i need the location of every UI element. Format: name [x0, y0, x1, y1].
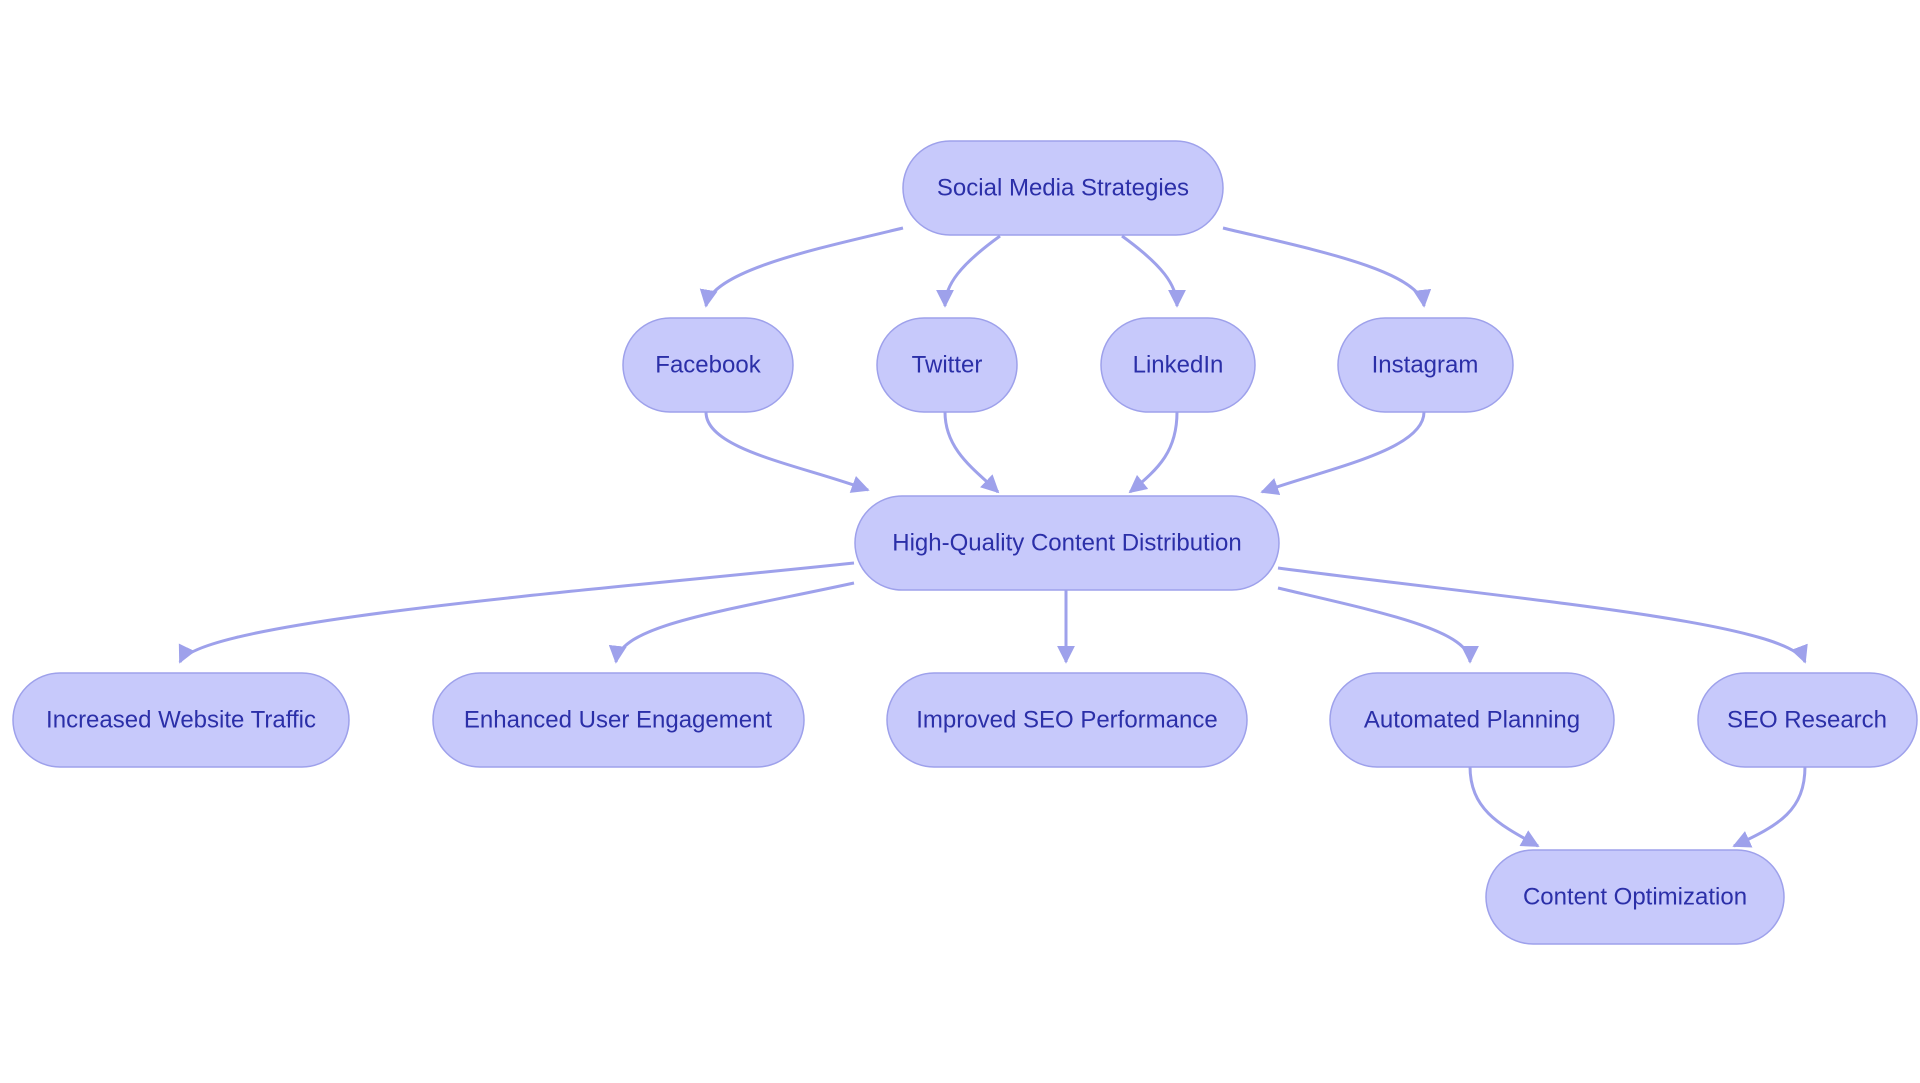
node-content-optimization[interactable]: Content Optimization: [1485, 849, 1785, 945]
node-label: Twitter: [912, 352, 983, 379]
node-label: Improved SEO Performance: [916, 707, 1217, 734]
node-label: LinkedIn: [1133, 352, 1224, 379]
edge-hqcd-to-automated: [1277, 586, 1479, 664]
edge-facebook-to-hqcd: [704, 411, 870, 493]
node-label: Instagram: [1372, 352, 1479, 379]
node-twitter[interactable]: Twitter: [876, 317, 1018, 413]
node-enhanced-user-engagement[interactable]: Enhanced User Engagement: [432, 672, 805, 768]
edge-linkedin-to-hqcd: [1128, 411, 1179, 494]
edge-automated-to-optimization: [1468, 765, 1540, 848]
edge-hqcd-to-seo-research: [1277, 566, 1808, 664]
node-improved-seo-performance[interactable]: Improved SEO Performance: [886, 672, 1248, 768]
node-label: Content Optimization: [1523, 884, 1747, 911]
node-seo-research[interactable]: SEO Research: [1697, 672, 1918, 768]
edge-hqcd-to-engagement: [608, 581, 855, 664]
node-label: Increased Website Traffic: [46, 707, 316, 734]
node-automated-planning[interactable]: Automated Planning: [1329, 672, 1615, 768]
node-label: High-Quality Content Distribution: [892, 530, 1242, 557]
edge-instagram-to-hqcd: [1260, 411, 1426, 496]
node-label: Facebook: [655, 352, 761, 379]
edges-layer: [178, 226, 1808, 848]
edge-twitter-to-hqcd: [943, 411, 1000, 494]
node-increased-website-traffic[interactable]: Increased Website Traffic: [12, 672, 350, 768]
node-high-quality-content-distribution[interactable]: High-Quality Content Distribution: [854, 495, 1280, 591]
node-instagram[interactable]: Instagram: [1337, 317, 1514, 413]
node-label: Social Media Strategies: [937, 175, 1189, 202]
node-label: Automated Planning: [1364, 707, 1580, 734]
node-social-media-strategies[interactable]: Social Media Strategies: [902, 140, 1224, 236]
nodes-layer: Social Media Strategies Facebook Twitter…: [12, 140, 1918, 945]
node-linkedin[interactable]: LinkedIn: [1100, 317, 1256, 413]
edge-social-to-twitter: [936, 234, 1001, 308]
node-label: Enhanced User Engagement: [464, 707, 773, 734]
edge-social-to-facebook: [699, 226, 904, 308]
edge-hqcd-to-traffic: [178, 561, 855, 664]
edge-social-to-instagram: [1222, 226, 1432, 308]
node-label: SEO Research: [1727, 707, 1887, 734]
edge-seo-research-to-optimization: [1732, 765, 1807, 848]
node-facebook[interactable]: Facebook: [622, 317, 794, 413]
edge-social-to-linkedin: [1121, 234, 1186, 308]
